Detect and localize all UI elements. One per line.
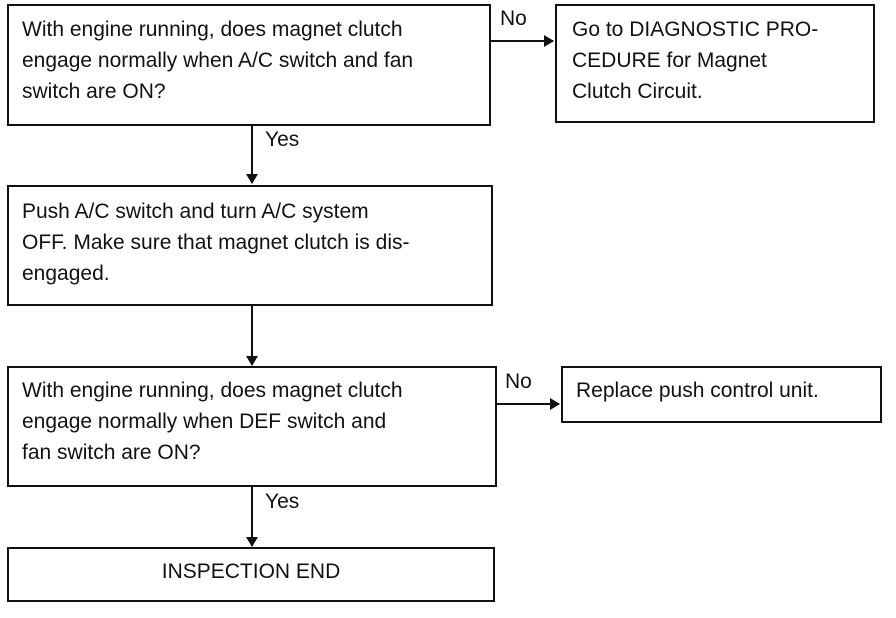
step-box-turn-off: [7, 185, 493, 306]
action-box-replace-unit: [561, 366, 882, 423]
question-box-def-switch: [7, 366, 497, 487]
question-text-ac-switch: With engine running, does magnet clutch …: [22, 18, 414, 103]
action-box-diagnostic: [555, 4, 875, 123]
end-box: [7, 547, 495, 602]
yes-label-2: Yes: [265, 490, 300, 513]
step-text-turn-off: Push A/C switch and turn A/C system OFF.…: [22, 200, 410, 285]
yes-label-1: Yes: [265, 128, 300, 151]
action-text-replace-unit: Replace push control unit.: [576, 379, 819, 402]
no-label-2: No: [505, 370, 532, 393]
question-box-ac-switch: [7, 4, 491, 126]
no-label-1: No: [500, 7, 527, 30]
end-text: INSPECTION END: [161, 560, 341, 583]
question-text-def-switch: With engine running, does magnet clutch …: [22, 379, 403, 464]
action-text-diagnostic: Go to DIAGNOSTIC PRO- CEDURE for Magnet …: [572, 18, 819, 103]
